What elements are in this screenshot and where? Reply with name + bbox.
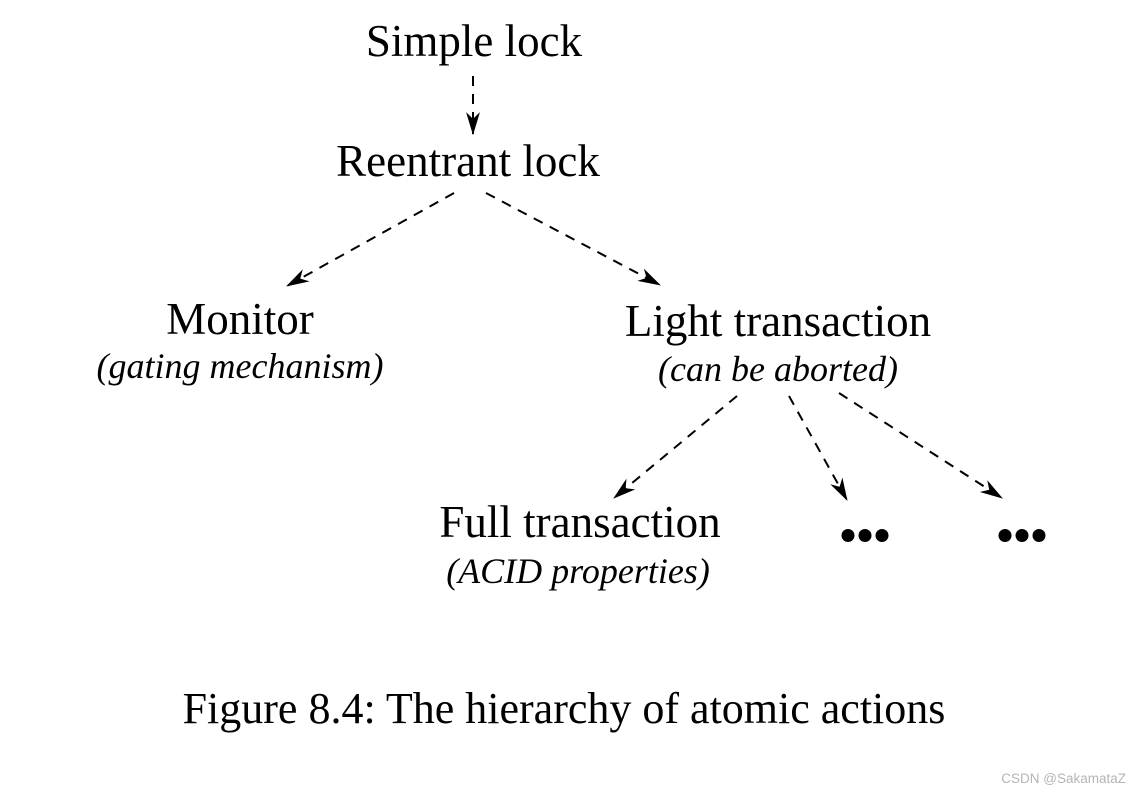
node-light-transaction-sublabel: (can be aborted) [658,349,898,389]
dot-icon [858,529,872,542]
node-light-transaction: Light transaction [624,296,932,346]
edge-light-to-ellipsis-right [838,392,1003,499]
edge-light-to-full [613,395,738,499]
dot-icon [998,529,1012,542]
edge-reentrant-to-monitor [286,192,455,287]
node-reentrant-lock: Reentrant lock [336,136,600,186]
figure-caption: Figure 8.4: The hierarchy of atomic acti… [182,684,946,733]
dot-icon [841,529,855,542]
edge-light-to-ellipsis-left [788,395,848,501]
node-simple-lock: Simple lock [365,16,583,66]
node-monitor: Monitor [166,294,314,344]
node-full-transaction-sublabel: (ACID properties) [446,551,710,591]
dot-icon [1032,529,1046,542]
dot-icon [1015,529,1029,542]
node-ellipsis-right [998,529,1046,542]
node-monitor-sublabel: (gating mechanism) [96,346,384,386]
node-ellipsis-left [841,529,889,542]
node-full-transaction: Full transaction [439,497,721,547]
dot-icon [875,529,889,542]
watermark: CSDN @SakamataZ [1001,771,1126,786]
edge-reentrant-to-light [485,192,661,286]
